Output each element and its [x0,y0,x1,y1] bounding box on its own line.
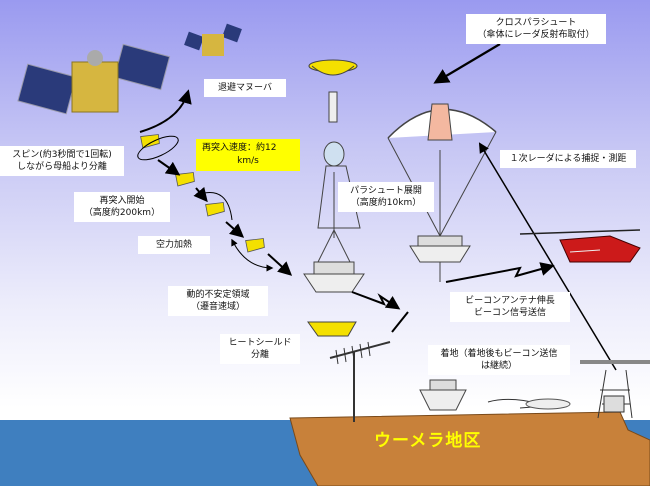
reentry-start-label: 再突入開始 （高度約200km） [74,192,170,222]
spin-line1: スピン(約3秒間で1回転) [12,150,112,160]
landing-line1: 着地（着地後もビーコン送信 [440,349,558,359]
lightning-arrow-icon [445,262,555,283]
heatshield-line2: 分離 [250,350,269,360]
antenna-icon [329,341,391,422]
reentry-line1: 再突入開始 [99,196,145,206]
spacecraft-small-icon [184,23,242,56]
heatshield-sep-label: ヒートシールド 分離 [220,334,300,364]
parachute-icon [387,103,497,263]
radar-tracking-label: １次レーダによる捕捉・測距 [500,150,636,168]
dynamic-unstable-label: 動的不安定領域 （遷音速域） [168,286,268,316]
reentry-speed-label: 再突入速度：約12 km/s [196,139,300,171]
aero-heating-label: 空力加熱 [138,236,210,254]
landing-label: 着地（着地後もビーコン送信 は継続） [428,345,570,375]
beacon-antenna-label: ビーコンアンテナ伸長 ビーコン信号送信 [450,292,570,322]
radar-tower-icon [580,360,650,419]
parachute-line1: パラシュート展開 [350,186,422,196]
unstable-line1: 動的不安定領域 [186,290,250,300]
cross-parachute-line1: クロスパラシュート [495,18,577,28]
parachute-line2: （高度約10km） [350,198,422,208]
heatshield-line1: ヒートシールド [228,338,292,348]
speed-line1: 再突入速度：約12 [202,143,277,153]
spin-separation-label: スピン(約3秒間で1回転) しながら母船より分離 [0,146,124,176]
evasion-maneuver-label: 退避マヌーバ [204,79,286,97]
unstable-line2: （遷音速域） [190,302,245,312]
cross-parachute-line2: （傘体にレーダ反射布取付） [477,30,595,40]
spacecraft-icon [17,43,171,115]
beacon-line2: ビーコン信号送信 [473,308,546,318]
landing-line2: は継続） [480,361,517,371]
reentry-line2: （高度約200km） [83,208,161,218]
speed-line2: km/s [237,156,259,166]
beacon-line1: ビーコンアンテナ伸長 [465,296,555,306]
spin-line2: しながら母船より分離 [17,162,107,172]
helicopter-icon [519,229,641,263]
land-woomera [289,411,650,486]
region-label: ウーメラ地区 [374,431,482,451]
cross-parachute-label: クロスパラシュート （傘体にレーダ反射布取付） [466,14,606,44]
parachute-deploy-label: パラシュート展開 （高度約10km） [338,182,434,212]
